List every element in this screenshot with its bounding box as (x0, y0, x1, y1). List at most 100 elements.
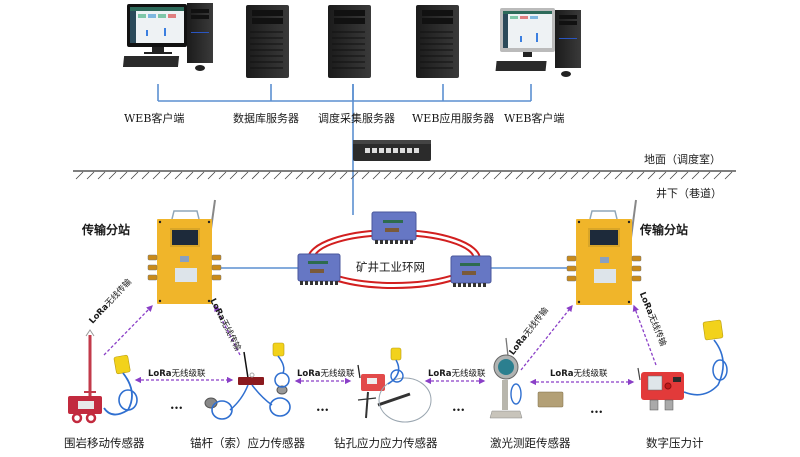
hatch-mark (592, 171, 601, 180)
label-surface-zone: 地面（调度室） (644, 153, 721, 166)
hatch-mark (636, 171, 645, 180)
label-laser-distance-sensor: 激光测距传感器 (490, 436, 571, 450)
web-application-server-tower (416, 5, 459, 78)
hatch-mark (361, 171, 370, 180)
label-station-left: 传输分站 (82, 223, 131, 237)
hatch-mark (460, 171, 469, 180)
hatch-mark (713, 171, 722, 180)
hatch-mark (229, 171, 238, 180)
label-borehole-stress-sensor: 钻孔应力应力传感器 (334, 436, 438, 450)
transmission-station-right (566, 199, 642, 305)
hatch-mark (317, 171, 326, 180)
label-web-app-server: WEB应用服务器 (412, 112, 495, 125)
hatch-mark (515, 171, 524, 180)
label-ring-network: 矿井工业环网 (356, 260, 425, 274)
ellipsis-4: … (590, 402, 603, 417)
label-anchor-stress-sensor: 锚杆（索）应力传感器 (190, 436, 305, 450)
hatch-mark (471, 171, 480, 180)
hatch-mark (559, 171, 568, 180)
label-dispatch-server: 调度采集服务器 (318, 112, 395, 125)
hatch-mark (163, 171, 172, 180)
hatch-mark (174, 171, 183, 180)
anchor-stress-sensor (204, 342, 291, 420)
label-lora-cascade-2: LoRa无线级联 (297, 369, 355, 379)
hatch-mark (669, 171, 678, 180)
hatch-mark (702, 171, 711, 180)
hatch-mark (196, 171, 205, 180)
ground-hatches (75, 171, 733, 180)
hatch-mark (295, 171, 304, 180)
hatch-mark (372, 171, 381, 180)
wireless-cascade-arrows (134, 376, 635, 386)
hatch-mark (207, 171, 216, 180)
transmission-station-left (147, 199, 222, 304)
hatch-mark (581, 171, 590, 180)
dispatch-collection-server-tower (328, 5, 371, 78)
ring-node-top (371, 211, 417, 244)
laser-distance-sensor (489, 337, 564, 419)
label-web-client-2: WEB客户端 (504, 112, 565, 125)
hatch-mark (449, 171, 458, 180)
hatch-mark (614, 171, 623, 180)
hatch-mark (504, 171, 513, 180)
hatch-mark (537, 171, 546, 180)
web-client-workstation-1 (122, 3, 213, 71)
hatch-mark (416, 171, 425, 180)
hatch-mark (339, 171, 348, 180)
hatch-mark (526, 171, 535, 180)
hatch-mark (218, 171, 227, 180)
hatch-mark (240, 171, 249, 180)
hatch-mark (152, 171, 161, 180)
hatch-mark (658, 171, 667, 180)
hatch-mark (394, 171, 403, 180)
ring-node-left (297, 253, 341, 285)
surface-network-bus (157, 84, 532, 215)
label-digital-pressure-gauge: 数字压力计 (646, 436, 704, 450)
hatch-mark (603, 171, 612, 180)
digital-pressure-gauge (637, 319, 728, 411)
ellipsis-1: … (170, 398, 183, 413)
hatch-mark (86, 171, 95, 180)
hatch-mark (383, 171, 392, 180)
label-underground-zone: 井下（巷道） (656, 187, 722, 200)
label-station-right: 传输分站 (640, 223, 689, 237)
hatch-mark (724, 171, 733, 180)
hatch-mark (97, 171, 106, 180)
hatch-mark (350, 171, 359, 180)
ellipsis-3: … (452, 400, 465, 415)
label-rock-movement-sensor: 围岩移动传感器 (64, 436, 145, 450)
hatch-mark (680, 171, 689, 180)
hatch-mark (438, 171, 447, 180)
web-client-workstation-2 (495, 8, 581, 77)
hatch-mark (306, 171, 315, 180)
hatch-mark (108, 171, 117, 180)
hatch-mark (493, 171, 502, 180)
label-lora-cascade-1: LoRa无线级联 (148, 369, 206, 379)
hatch-mark (625, 171, 634, 180)
rock-movement-sensor (68, 329, 138, 424)
label-database-server: 数据库服务器 (233, 112, 299, 125)
hatch-mark (251, 171, 260, 180)
hatch-mark (405, 171, 414, 180)
network-switch (353, 140, 431, 161)
ring-node-right (450, 255, 492, 287)
hatch-mark (482, 171, 491, 180)
hatch-mark (130, 171, 139, 180)
hatch-mark (273, 171, 282, 180)
database-server-tower (246, 5, 289, 78)
ellipsis-2: … (316, 400, 329, 415)
label-lora-cascade-4: LoRa无线级联 (550, 369, 608, 379)
hatch-mark (328, 171, 337, 180)
hatch-mark (75, 171, 84, 180)
hatch-mark (647, 171, 656, 180)
label-lora-cascade-3: LoRa无线级联 (428, 369, 486, 379)
hatch-mark (427, 171, 436, 180)
borehole-stress-sensor (357, 347, 432, 423)
hatch-mark (119, 171, 128, 180)
label-web-client-1: WEB客户端 (124, 112, 185, 125)
hatch-mark (262, 171, 271, 180)
hatch-mark (141, 171, 150, 180)
hatch-mark (548, 171, 557, 180)
hatch-mark (185, 171, 194, 180)
